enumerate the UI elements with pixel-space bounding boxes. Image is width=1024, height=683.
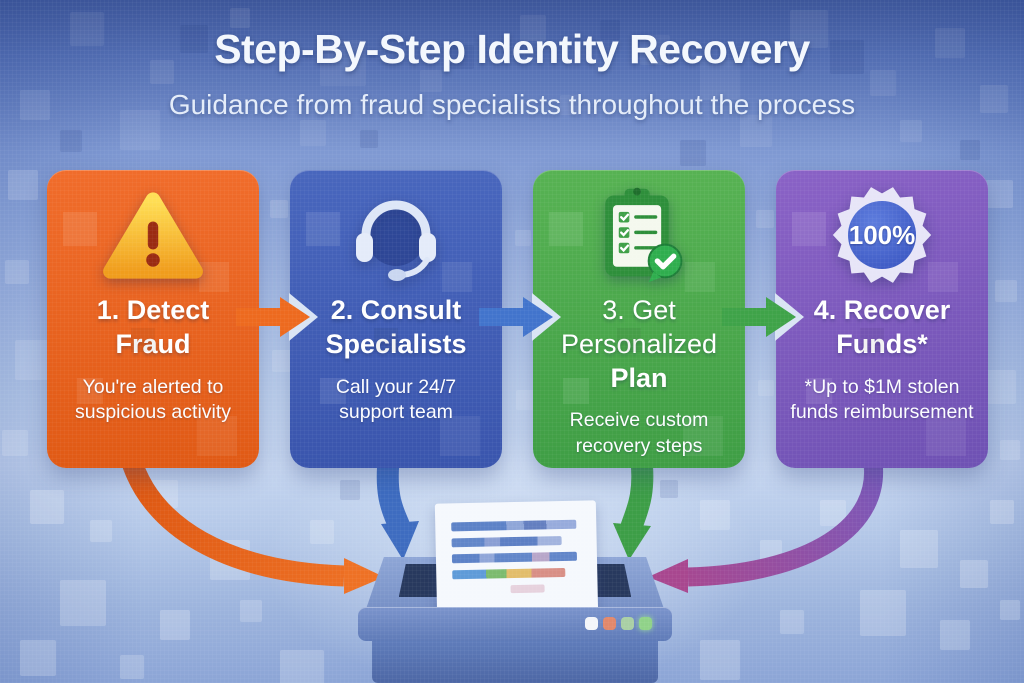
arrow-step4-to-report bbox=[648, 454, 884, 593]
page-subtitle: Guidance from fraud specialists througho… bbox=[168, 89, 856, 120]
card-title: 3. Get Personalized Plan bbox=[549, 294, 729, 395]
card-title-strong: Plan bbox=[610, 362, 668, 393]
step-card-consult-specialists: 2. Consult Specialists Call your 24/7 su… bbox=[290, 170, 502, 468]
report-printer-illustration bbox=[350, 495, 680, 683]
document-line bbox=[451, 519, 577, 532]
printer-base bbox=[372, 641, 658, 683]
warning-triangle-icon bbox=[47, 180, 259, 290]
document-text-lines bbox=[451, 519, 597, 594]
guarantee-seal: 100% bbox=[830, 183, 934, 287]
step-card-recover-funds: 100% 4. Recover Funds* *Up to $1M stolen… bbox=[776, 170, 988, 468]
document-line bbox=[451, 551, 578, 564]
card-description: You're alerted to suspicious activity bbox=[74, 375, 232, 424]
card-title: 2. Consult Specialists bbox=[325, 295, 467, 359]
status-light bbox=[639, 617, 652, 630]
arrow-step1-to-report bbox=[119, 452, 384, 594]
status-light bbox=[585, 617, 598, 630]
page-title: Step-By-Step Identity Recovery bbox=[214, 26, 810, 72]
step-card-personalized-plan: 3. Get Personalized Plan Receive custom … bbox=[533, 170, 745, 468]
card-title: 1. Detect Fraud bbox=[96, 295, 210, 359]
card-description: *Up to $1M stolen funds reimbursement bbox=[790, 375, 974, 424]
badge-label: 100% bbox=[848, 219, 916, 250]
clipboard-checklist-icon bbox=[533, 180, 745, 290]
card-title-main: 3. Get Personalized bbox=[560, 295, 718, 359]
card-description: Receive custom recovery steps bbox=[569, 409, 709, 457]
step-card-detect-fraud: 1. Detect Fraud You're alerted to suspic… bbox=[47, 170, 259, 468]
badge-100-percent-icon: 100% bbox=[776, 180, 988, 290]
status-light bbox=[603, 617, 616, 630]
printer-front-panel bbox=[358, 607, 672, 641]
printer-status-lights bbox=[585, 617, 652, 630]
document-line bbox=[451, 536, 562, 548]
document-line-multicolor bbox=[452, 567, 566, 580]
printed-document bbox=[434, 500, 599, 620]
header: Step-By-Step Identity Recovery Guidance … bbox=[0, 0, 1024, 121]
status-light bbox=[621, 617, 634, 630]
card-description: Call your 24/7 support team bbox=[335, 375, 457, 424]
headset-icon bbox=[290, 180, 502, 290]
document-smudge bbox=[510, 584, 545, 594]
card-title: 4. Recover Funds* bbox=[813, 295, 951, 359]
